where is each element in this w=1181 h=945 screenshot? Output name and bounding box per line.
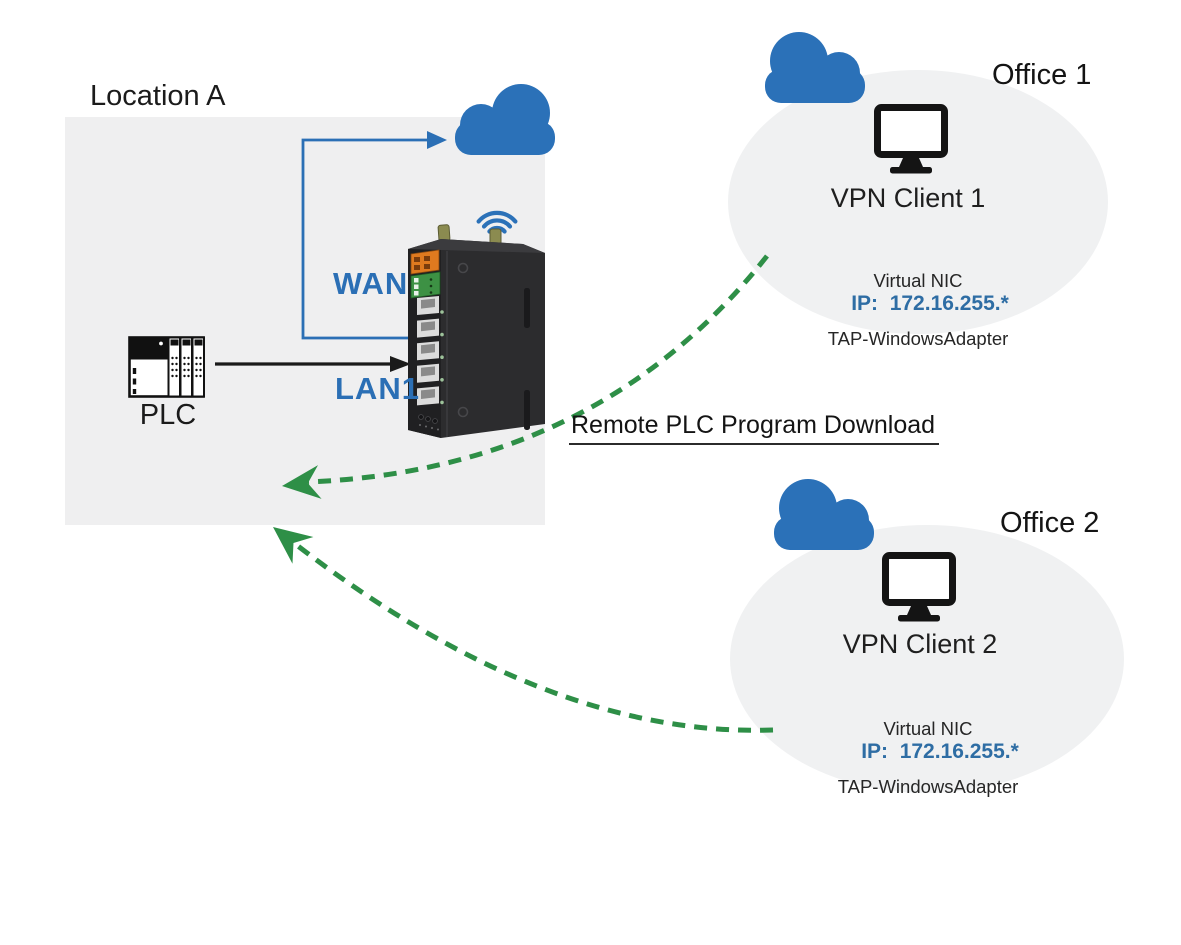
office-1-nic-info: Virtual NIC TAP-WindowsAdapter xyxy=(768,232,1068,387)
office-1-ip-label: IP: 172.16.255.* xyxy=(851,292,1009,315)
office-2-nic-line2: TAP-WindowsAdapter xyxy=(837,776,1019,798)
vpn-tunnel-office2 xyxy=(292,541,774,733)
office-1-nic-line2: TAP-WindowsAdapter xyxy=(827,328,1009,350)
serial-terminal-block xyxy=(410,271,441,299)
location-a-title: Location A xyxy=(90,80,226,112)
plc-label: PLC xyxy=(139,399,197,431)
office-1-nic-line1: Virtual NIC xyxy=(873,269,963,291)
plc-to-router-arrow xyxy=(215,356,411,372)
office-2-ip-label: IP: 172.16.255.* xyxy=(861,740,1019,763)
office-1-cloud-icon xyxy=(765,32,865,103)
plc-rack-icon xyxy=(128,336,205,398)
office-2-nic-info: Virtual NIC TAP-WindowsAdapter xyxy=(778,680,1078,835)
industrial-vpn-router-icon xyxy=(408,210,545,438)
office-1-title: Office 1 xyxy=(992,59,1092,91)
office-2-title: Office 2 xyxy=(1000,507,1100,539)
power-terminal-block xyxy=(410,249,440,275)
ethernet-ports xyxy=(417,296,444,406)
lan1-port-label: LAN1 xyxy=(335,371,420,406)
internet-cloud-icon xyxy=(455,84,555,155)
office-1-vpn-client-label: VPN Client 1 xyxy=(830,183,986,213)
office-2-ellipse xyxy=(730,525,1124,793)
office-2-nic-line1: Virtual NIC xyxy=(883,717,973,739)
office-2-cloud-icon xyxy=(774,479,874,550)
office-2-vpn-client-label: VPN Client 2 xyxy=(842,629,998,659)
wan-port-label: WAN xyxy=(333,266,409,301)
vpn-tunnel-office1 xyxy=(307,254,769,485)
office-1-ellipse xyxy=(728,70,1108,334)
wan-to-cloud-arrow xyxy=(301,131,447,340)
connection-label: Remote PLC Program Download xyxy=(569,411,940,445)
